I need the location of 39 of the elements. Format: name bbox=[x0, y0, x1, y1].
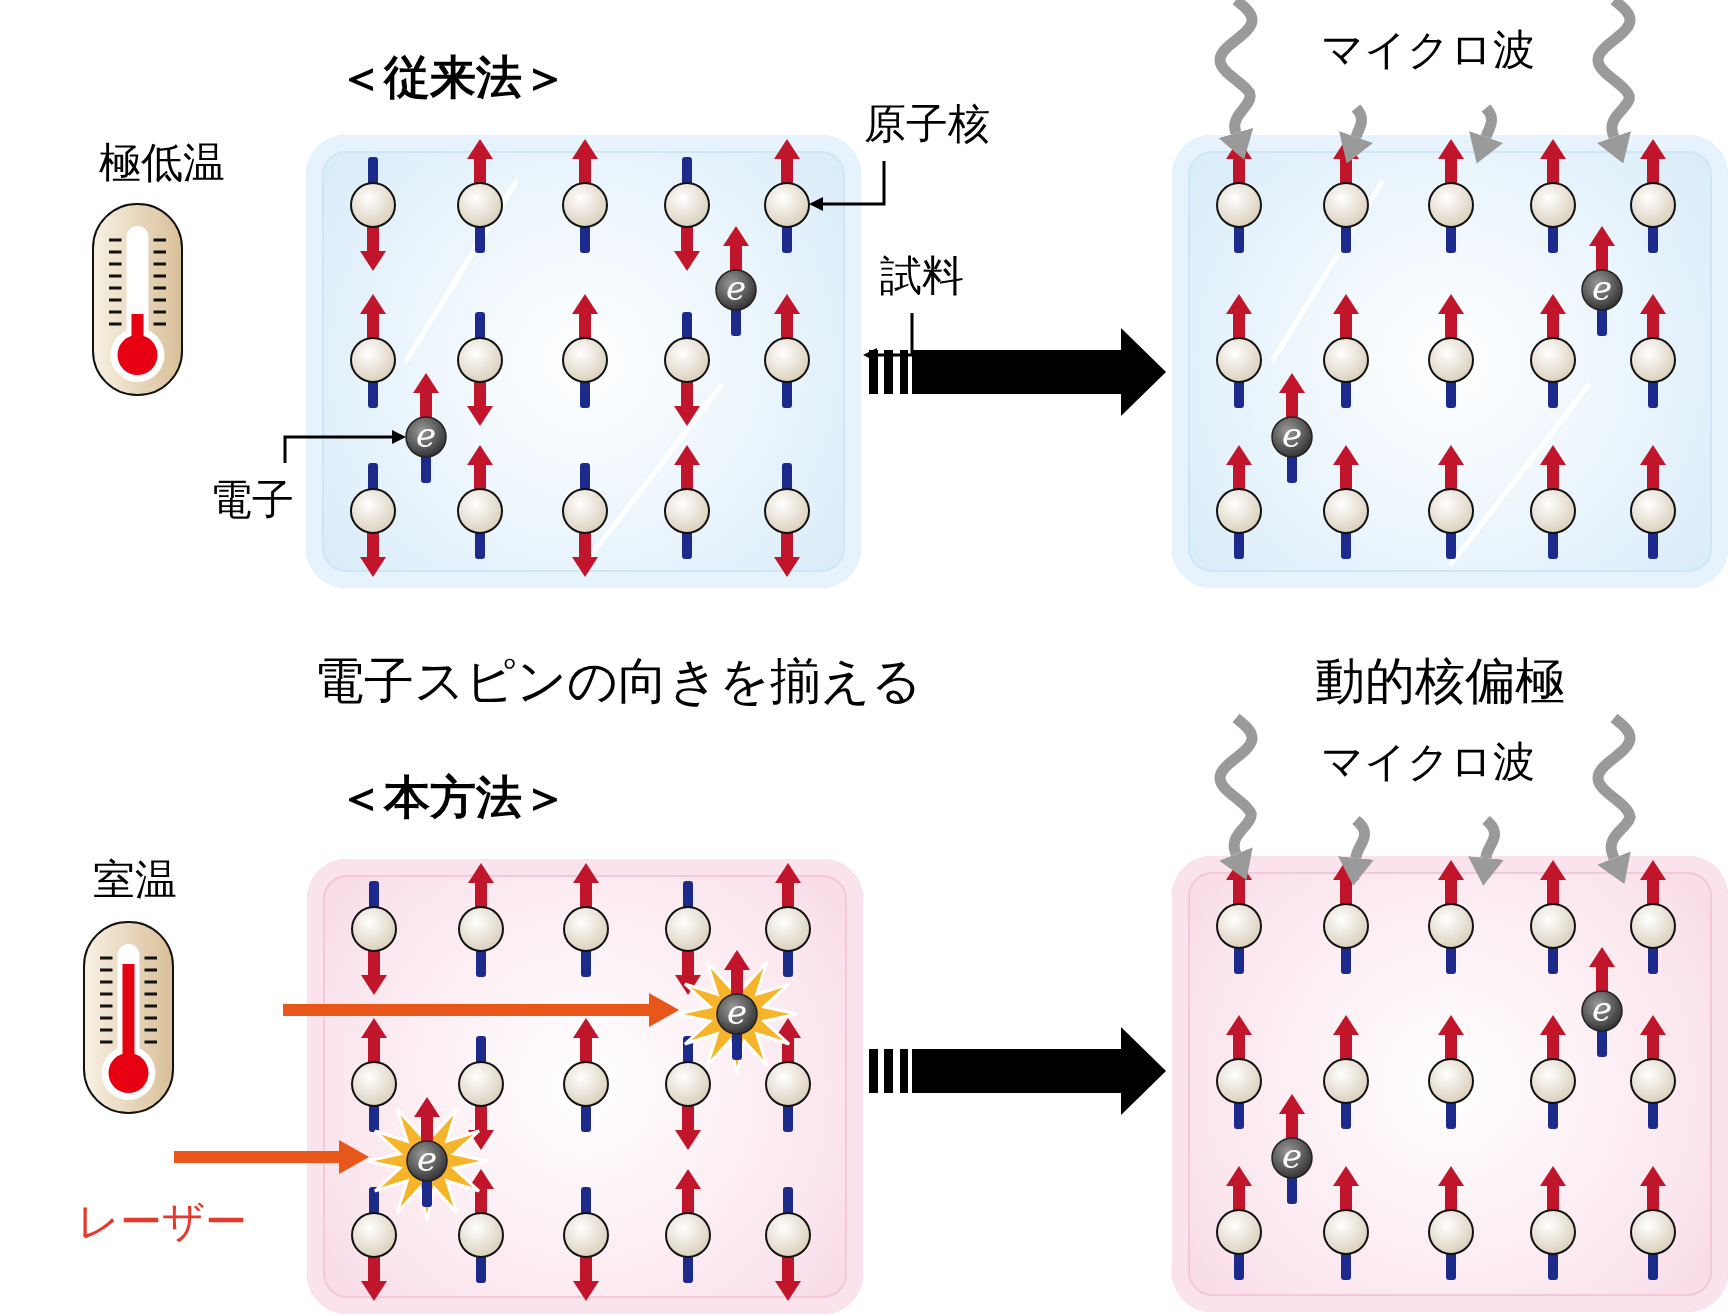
wavy-arrow bbox=[1214, 713, 1258, 880]
wavy-arrow bbox=[1339, 104, 1373, 164]
sample-box bbox=[307, 859, 863, 1314]
leader-line bbox=[809, 161, 886, 211]
laser-arrow bbox=[174, 1140, 369, 1174]
section-heading: ＜本方法＞ bbox=[338, 771, 568, 823]
electron: e bbox=[1270, 371, 1314, 483]
wavy-arrow bbox=[1338, 815, 1374, 886]
text-label: 極低温 bbox=[99, 139, 225, 187]
electron: e bbox=[405, 1095, 449, 1207]
sample-box bbox=[1172, 856, 1728, 1312]
sample-box bbox=[306, 135, 861, 588]
electron: e bbox=[715, 948, 759, 1060]
electron: e bbox=[1580, 224, 1624, 336]
text-label: マイクロ波 bbox=[1321, 26, 1535, 74]
electron: e bbox=[1270, 1092, 1314, 1204]
wavy-arrow bbox=[1468, 815, 1504, 886]
electron: e bbox=[714, 224, 758, 336]
electron: e bbox=[1580, 945, 1624, 1057]
section-heading: ＜従来法＞ bbox=[338, 51, 568, 103]
callout-label: 試料 bbox=[880, 252, 964, 300]
nucleus bbox=[765, 139, 809, 251]
text-label: 室温 bbox=[93, 856, 177, 904]
callout-label: 原子核 bbox=[864, 100, 990, 148]
callout-label: 電子 bbox=[210, 476, 294, 524]
leader-line bbox=[283, 430, 406, 463]
electron: e bbox=[404, 371, 448, 483]
wavy-arrow bbox=[1214, 0, 1258, 160]
wavy-arrow bbox=[1469, 104, 1503, 164]
block-arrow bbox=[869, 328, 1166, 416]
block-arrow bbox=[869, 1027, 1166, 1115]
text-label: 動的核偏極 bbox=[1315, 653, 1565, 709]
wavy-arrow bbox=[1592, 0, 1636, 164]
text-label: 電子スピンの向きを揃える bbox=[314, 653, 922, 709]
text-label: マイクロ波 bbox=[1321, 738, 1535, 786]
laser-arrow bbox=[283, 993, 679, 1027]
sample-box bbox=[1172, 135, 1728, 588]
text-label: レーザー bbox=[77, 1198, 247, 1246]
wavy-arrow bbox=[1592, 713, 1636, 884]
